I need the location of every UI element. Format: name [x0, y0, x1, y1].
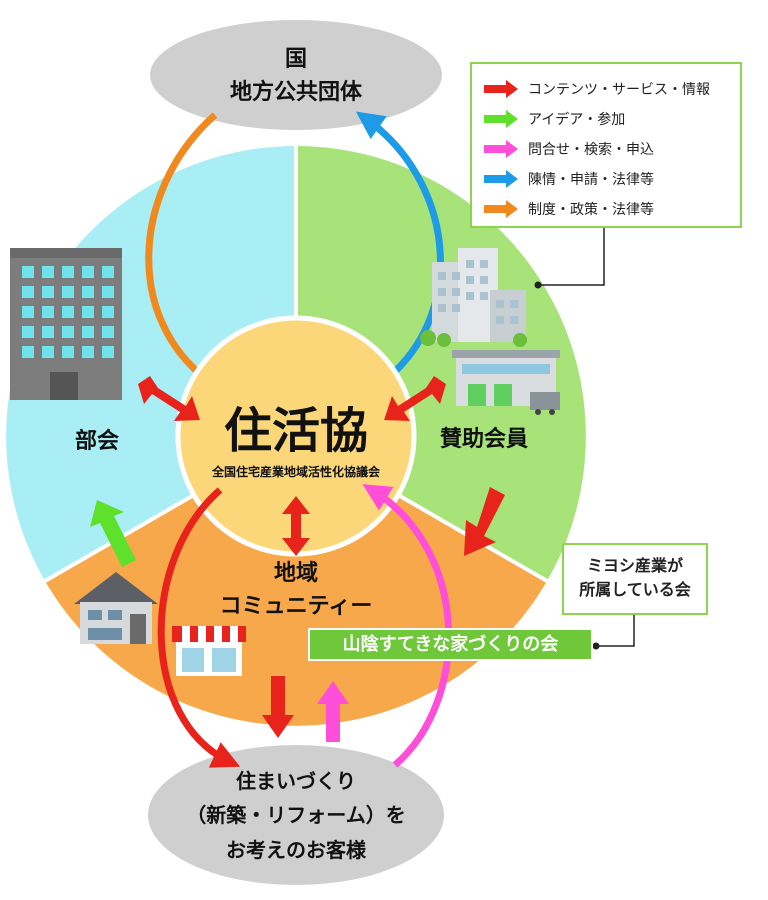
legend-label: コンテンツ・サービス・情報 [528, 82, 710, 98]
segment-bottom-label-1: 地域 [274, 560, 318, 586]
office-building-icon [10, 248, 122, 400]
bottom-node-line1: 住まいづくり [236, 769, 356, 793]
legend-item-content: コンテンツ・サービス・情報 [484, 78, 710, 100]
green-arrow-icon [484, 110, 518, 128]
shop-icon [172, 626, 246, 676]
arrow-red-down [262, 676, 294, 738]
double-arrow-bottom [282, 496, 310, 556]
top-node [150, 20, 442, 130]
house-icon [74, 572, 158, 644]
center-title: 住活協 [224, 403, 368, 459]
double-arrow-left [138, 376, 200, 421]
legend-label: 制度・政策・法律等 [528, 202, 654, 218]
legend-label: 陳情・申請・法律等 [528, 172, 654, 188]
arrow-policy [145, 112, 235, 398]
pink-arrow-icon [484, 140, 518, 158]
bottom-node [148, 745, 444, 885]
blue-arrow-icon [484, 170, 518, 188]
segment-right-label: 賛助会員 [440, 426, 528, 452]
top-node-line1: 国 [285, 47, 307, 72]
legend: コンテンツ・サービス・情報 アイデア・参加 問合せ・検索・申込 陳情・申請・法律… [470, 62, 742, 228]
arrow-red-diagonal [464, 487, 505, 556]
segment-bottom-label-2: コミュニティー [220, 594, 373, 619]
arrow-content-to-customer [157, 487, 241, 768]
callout-line2: 所属している会 [579, 580, 691, 599]
warehouse-truck-icon [452, 350, 560, 415]
city-buildings-icon [420, 248, 527, 347]
legend-item-inquiry: 問合せ・検索・申込 [484, 138, 654, 160]
arrow-pink-up [317, 681, 349, 742]
legend-label: アイデア・参加 [528, 112, 626, 128]
arrow-inquiry [362, 484, 453, 768]
legend-item-policy: 制度・政策・法律等 [484, 198, 654, 220]
legend-leader-line [538, 228, 605, 286]
arrow-green-up [90, 500, 136, 567]
segment-left-label: 部会 [75, 428, 119, 454]
arrow-petition [355, 111, 444, 395]
double-arrow-right [384, 376, 446, 421]
legend-label: 問合せ・検索・申込 [528, 142, 654, 158]
bottom-node-line3: お考えのお客様 [226, 838, 367, 862]
legend-item-petition: 陳情・申請・法律等 [484, 168, 654, 190]
bottom-node-line2: （新築・リフォーム）を [186, 803, 405, 827]
member-callout: ミヨシ産業が 所属している会 [562, 543, 708, 615]
top-node-line2: 地方公共団体 [230, 79, 363, 105]
association-label: 山陰すてきな家づくりの会 [308, 628, 593, 661]
center-subtitle: 全国住宅産業地域活性化協議会 [211, 464, 381, 479]
legend-item-idea: アイデア・参加 [484, 108, 625, 130]
red-arrow-icon [484, 80, 518, 98]
callout-leader-line [596, 615, 635, 647]
orange-arrow-icon [484, 200, 518, 218]
callout-line1: ミヨシ産業が [586, 556, 683, 575]
